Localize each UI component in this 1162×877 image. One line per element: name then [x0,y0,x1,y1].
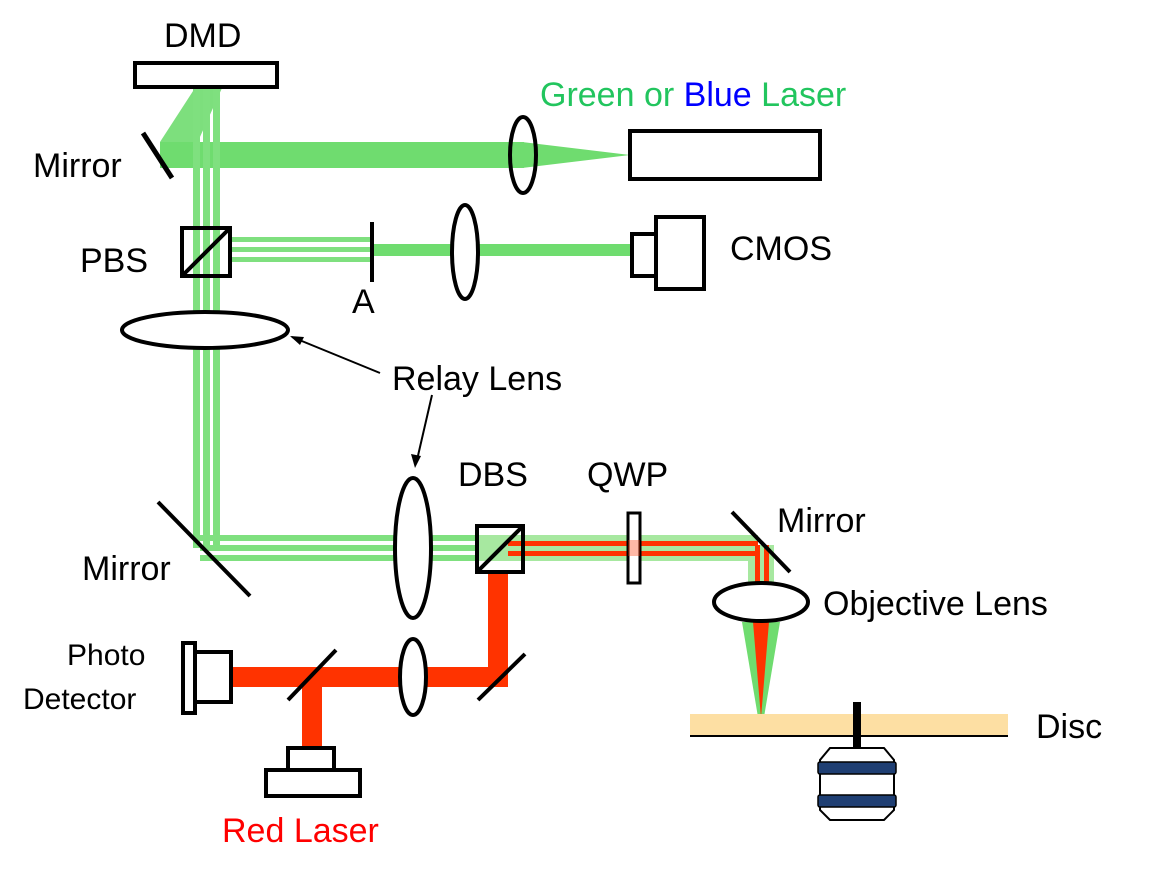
disc-element [690,714,1008,736]
photo-detector [181,641,233,715]
cmos-lens [450,203,480,301]
spindle-motor [817,702,897,821]
label-qwp: QWP [587,456,668,494]
label-aperture: A [352,283,375,321]
green-beam-laser-cone [522,142,630,168]
mirror-lower-left [156,500,252,598]
red-beam-down-b [764,545,769,587]
red-beam-down [755,545,760,587]
green-beam-lower-b [200,545,478,551]
label-objective-lens: Objective Lens [823,585,1048,623]
objective-lens [712,581,810,623]
label-dmd: DMD [164,17,241,55]
label-laser-green: Green or [540,76,674,114]
laser-lens [508,115,538,195]
green-beam-pbs-c [232,257,370,262]
cmos-camera [630,215,706,291]
dmd-element [133,61,279,89]
label-disc: Disc [1036,708,1102,746]
mirror-top [140,131,175,180]
label-detector: Detector [23,683,136,716]
mirror-red-path [476,652,527,702]
green-beams [160,88,780,735]
label-dbs: DBS [458,456,528,494]
red-beam-splitter [286,648,338,702]
red-laser-device [264,746,362,798]
green-beam-to-cmos [372,244,632,256]
label-mirror-left: Mirror [82,550,171,588]
label-photo: Photo [67,639,145,672]
red-beam-laser-up [302,680,322,752]
green-beam-top [160,142,524,168]
laser-box [628,129,822,181]
pbs-cube [180,226,232,278]
red-beam-up-dbs [488,572,508,687]
dbs-cube [475,524,525,574]
label-laser: Green or Blue Laser [540,76,846,114]
green-beam-combined [478,535,758,561]
label-cmos: CMOS [730,230,832,268]
mirror-right [730,510,792,574]
red-focus-cone [753,622,769,718]
label-red-laser: Red Laser [222,812,379,850]
green-beam-pbs-b [232,247,370,252]
red-beam-detector [232,667,500,687]
label-laser-word: Laser [761,76,846,114]
label-mirror-top: Mirror [33,147,122,185]
relay-lens-upper [120,310,290,350]
label-mirror-right: Mirror [777,502,866,540]
label-laser-blue: Blue [684,76,752,114]
red-path-lens [398,637,428,717]
qwp-plate [626,511,642,585]
label-relay-lens: Relay Lens [392,360,562,398]
green-beam-lower-a [200,535,478,541]
relay-lens-lower [393,476,433,620]
green-beam-pbs-a [232,237,370,242]
label-pbs: PBS [80,242,148,280]
green-beam-lower-c [200,555,478,561]
relay-lens-arrows [290,336,433,468]
